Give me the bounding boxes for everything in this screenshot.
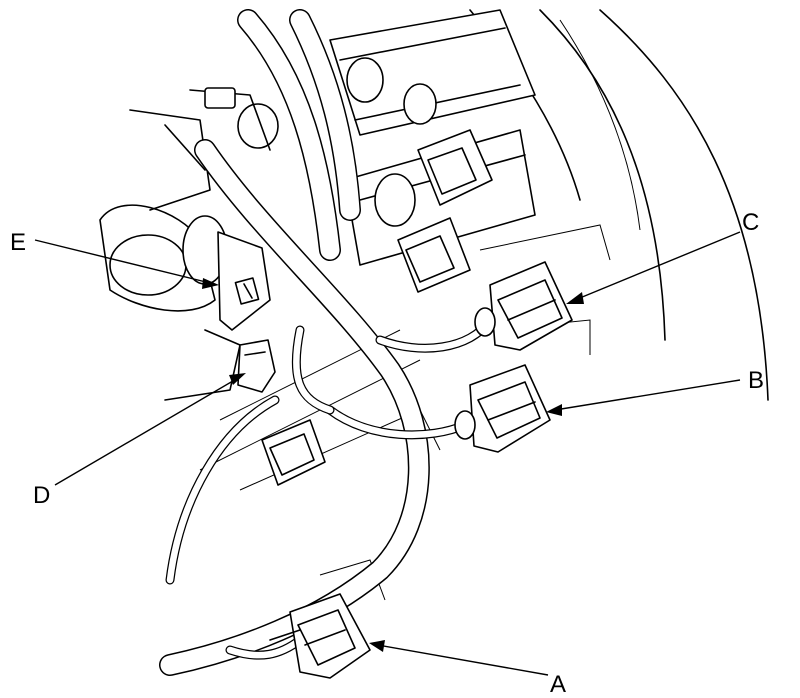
- callout-leaders: [34, 231, 741, 676]
- leader-a: [377, 644, 549, 676]
- leader-c: [574, 231, 741, 301]
- injector-connectors: [261, 129, 493, 486]
- arrowhead-c: [566, 292, 584, 304]
- connector-b: [454, 364, 551, 453]
- callout-label-d: D: [33, 482, 50, 509]
- harness-clip: [237, 339, 276, 393]
- harness-bracket: [164, 231, 271, 401]
- leader-d: [54, 377, 239, 486]
- main-wire-harness: [159, 9, 430, 676]
- leader-b: [554, 379, 741, 411]
- intake-runners: [99, 87, 271, 312]
- callout-label-a: A: [550, 671, 566, 698]
- leader-e: [34, 239, 211, 284]
- fuel-rail: [237, 9, 536, 149]
- connector-c: [474, 261, 573, 351]
- arrowhead-b: [546, 404, 562, 416]
- arrowhead-e: [202, 278, 219, 289]
- callout-labels: C B E D A: [10, 209, 764, 698]
- connector-a: [269, 593, 371, 679]
- arrowhead-d: [229, 373, 246, 385]
- callout-label-e: E: [10, 229, 26, 256]
- callout-label-b: B: [748, 367, 764, 394]
- arrowhead-a: [369, 640, 385, 652]
- callout-label-c: C: [742, 209, 759, 236]
